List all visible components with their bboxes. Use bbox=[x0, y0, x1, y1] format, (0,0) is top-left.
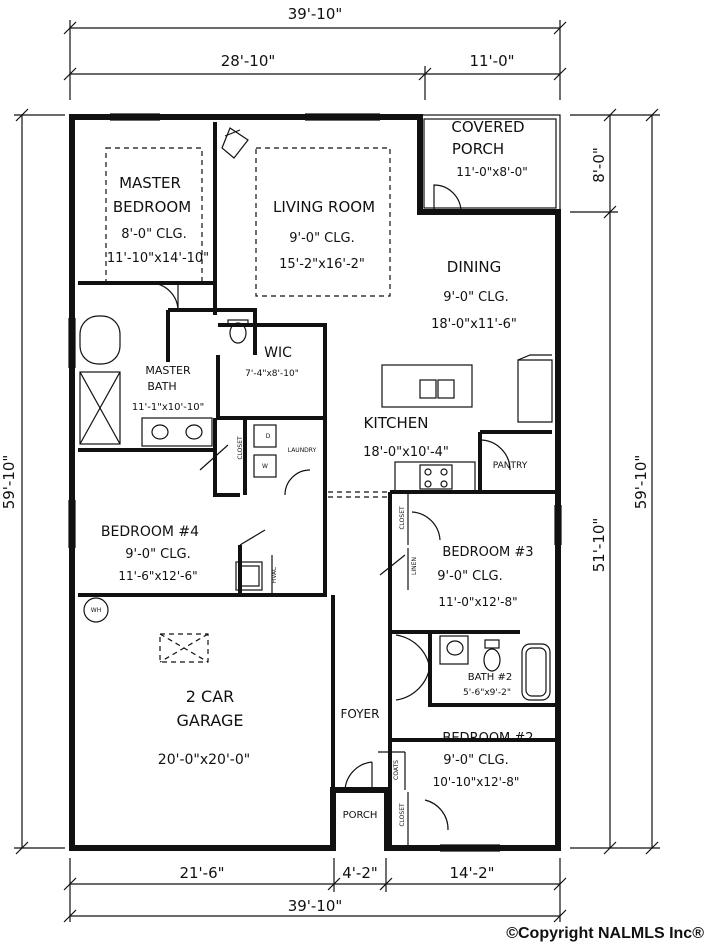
laundry-label: LAUNDRY bbox=[288, 447, 317, 454]
bedroom-4-ceiling: 9'-0" CLG. bbox=[125, 547, 190, 562]
pantry-label: PANTRY bbox=[493, 461, 528, 471]
coats-label: COATS bbox=[393, 760, 400, 780]
garage-label-2: GARAGE bbox=[177, 711, 244, 730]
dim-bottom-right: 14'-2" bbox=[449, 864, 494, 882]
living-room-ceiling: 9'-0" CLG. bbox=[289, 231, 354, 246]
living-room-label: LIVING ROOM bbox=[273, 198, 375, 216]
bedroom-4-label: BEDROOM #4 bbox=[101, 524, 199, 540]
master-bath-label-1: MASTER bbox=[145, 364, 191, 377]
dim-top-left: 28'-10" bbox=[221, 52, 276, 70]
dining-ceiling: 9'-0" CLG. bbox=[443, 290, 508, 305]
small-labels: CLOSET CLOSET CLOSET LINEN COATS HVAC WH… bbox=[91, 433, 418, 827]
dining-size: 18'-0"x11'-6" bbox=[431, 317, 517, 332]
dim-bottom-left: 21'-6" bbox=[179, 864, 224, 882]
linen-label: LINEN bbox=[411, 557, 418, 575]
covered-porch-label-2: PORCH bbox=[452, 140, 504, 158]
dim-top-right: 11'-0" bbox=[469, 52, 514, 70]
water-heater-label: WH bbox=[91, 607, 101, 614]
dim-top-overall: 39'-10" bbox=[288, 5, 343, 23]
dim-right-porch: 8'-0" bbox=[590, 147, 608, 183]
porch-label: PORCH bbox=[343, 810, 378, 821]
master-bath-size: 11'-1"x10'-10" bbox=[132, 402, 204, 413]
garage-size: 20'-0"x20'-0" bbox=[158, 752, 250, 768]
washer-label: W bbox=[262, 463, 268, 470]
bedroom-3-size: 11'-0"x12'-8" bbox=[438, 595, 517, 609]
bedroom-2-ceiling: 9'-0" CLG. bbox=[443, 753, 508, 768]
hvac-label: HVAC bbox=[271, 567, 278, 583]
dim-bottom-overall: 39'-10" bbox=[288, 897, 343, 915]
wic-size: 7'-4"x8'-10" bbox=[245, 369, 299, 379]
dim-right-lower: 51'-10" bbox=[590, 518, 608, 573]
master-bedroom-label-1: MASTER bbox=[119, 174, 181, 192]
bedroom-2-size: 10'-10"x12'-8" bbox=[433, 775, 520, 789]
dim-left-overall: 59'-10" bbox=[0, 455, 18, 510]
dim-bottom-middle: 4'-2" bbox=[342, 864, 378, 882]
dining-label: DINING bbox=[447, 258, 501, 276]
room-labels: COVERED PORCH 11'-0"x8'-0" MASTER BEDROO… bbox=[101, 118, 534, 821]
closet-label-laundry: CLOSET bbox=[237, 436, 244, 460]
closet-label-bedroom-2: CLOSET bbox=[399, 803, 406, 827]
garage-label-1: 2 CAR bbox=[186, 687, 235, 706]
foyer-label: FOYER bbox=[341, 707, 380, 721]
bedroom-3-label: BEDROOM #3 bbox=[442, 545, 533, 560]
living-room-size: 15'-2"x16'-2" bbox=[279, 257, 365, 272]
bedroom-3-ceiling: 9'-0" CLG. bbox=[437, 569, 502, 584]
dimension-lines bbox=[14, 20, 660, 923]
walls bbox=[68, 113, 562, 852]
master-bedroom-label-2: BEDROOM bbox=[113, 198, 191, 216]
copyright-notice: ©Copyright NALMLS Inc® bbox=[506, 925, 704, 942]
closet-label-bedroom-3: CLOSET bbox=[399, 506, 406, 530]
wic-label: WIC bbox=[264, 345, 292, 361]
bath-2-size: 5'-6"x9'-2" bbox=[463, 688, 511, 698]
master-bedroom-ceiling: 8'-0" CLG. bbox=[121, 227, 186, 242]
master-bath-label-2: BATH bbox=[147, 380, 176, 393]
bath-2-label: BATH #2 bbox=[468, 672, 512, 683]
covered-porch-size: 11'-0"x8'-0" bbox=[456, 165, 528, 179]
dimension-labels: 39'-10" 28'-10" 11'-0" 59'-10" 59'-10" 8… bbox=[0, 5, 650, 915]
dim-right-overall: 59'-10" bbox=[632, 455, 650, 510]
kitchen-label: KITCHEN bbox=[364, 414, 429, 432]
dryer-label: D bbox=[266, 433, 271, 440]
master-bedroom-size: 11'-10"x14'-10" bbox=[107, 251, 209, 266]
bedroom-2-label: BEDROOM #2 bbox=[442, 731, 533, 746]
covered-porch-label-1: COVERED bbox=[451, 118, 524, 136]
kitchen-size: 18'-0"x10'-4" bbox=[363, 445, 449, 460]
bedroom-4-size: 11'-6"x12'-6" bbox=[118, 569, 197, 583]
